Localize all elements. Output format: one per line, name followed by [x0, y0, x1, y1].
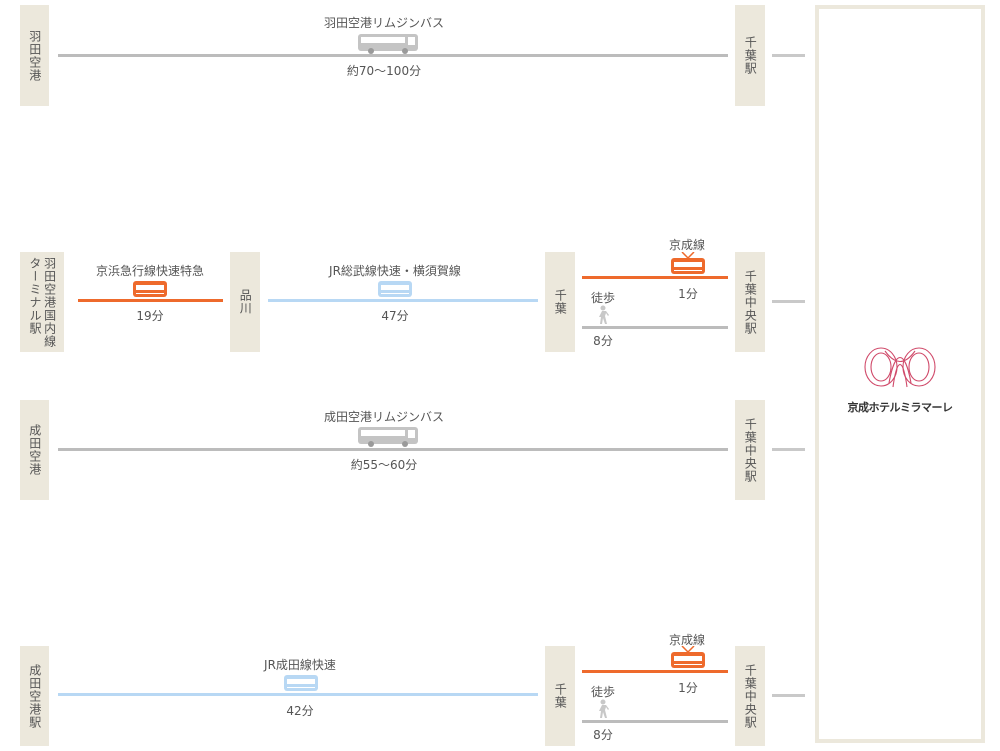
connector-line	[772, 300, 805, 303]
keisei-line	[582, 670, 728, 673]
travel-time: 1分	[678, 287, 698, 301]
keikyu-line	[78, 299, 223, 302]
station-chiba-chuo: 千葉中央駅	[735, 646, 765, 746]
bus-icon	[358, 427, 418, 447]
station-narita-airport: 成田空港	[20, 400, 49, 500]
station-chiba: 千葉	[545, 252, 575, 352]
route-name: 京浜急行線快速特急	[95, 264, 205, 278]
station-label: 千葉駅	[743, 36, 758, 75]
jr-narita-line	[58, 693, 538, 696]
station-chiba-chuo: 千葉中央駅	[735, 400, 765, 500]
train-icon	[133, 281, 167, 297]
connector-line	[772, 54, 805, 57]
station-label: 成田空港駅	[27, 663, 42, 729]
walk-route-line	[582, 326, 728, 329]
route-name: JR総武線快速・横須賀線	[329, 264, 461, 278]
bus-route-line	[58, 54, 728, 57]
travel-time: 約70〜100分	[346, 64, 422, 78]
miramare-logo-icon	[864, 347, 936, 388]
route-name: JR成田線快速	[264, 658, 336, 672]
tram-icon	[671, 252, 705, 274]
hotel-name: 京成ホテルミラマーレ	[847, 401, 954, 414]
travel-time: 42分	[286, 704, 314, 718]
bus-route-line	[58, 448, 728, 451]
jr-sobu-line	[268, 299, 538, 302]
station-label: 品川	[238, 289, 253, 315]
travel-time: 約55〜60分	[350, 458, 418, 472]
route-name: 成田空港リムジンバス	[323, 410, 445, 424]
travel-time: 8分	[593, 728, 613, 742]
hotel-panel: 京成ホテルミラマーレ	[815, 5, 985, 743]
station-label: 千葉	[553, 289, 568, 315]
walk-route-line	[582, 720, 728, 723]
walking-person-icon	[599, 699, 609, 718]
station-label-line1: ターミナル駅	[28, 256, 42, 335]
station-chiba: 千葉	[545, 646, 575, 746]
travel-time: 19分	[136, 309, 164, 323]
route-name: 京成線	[668, 238, 706, 252]
station-label: 千葉中央駅	[743, 417, 758, 483]
station-label: 千葉	[553, 683, 568, 709]
station-narita-airport-station: 成田空港駅	[20, 646, 49, 746]
station-label: 成田空港	[27, 424, 42, 476]
station-label: 羽田空港	[27, 29, 42, 82]
travel-time: 1分	[678, 681, 698, 695]
station-haneda-airport: 羽田空港	[20, 5, 49, 106]
connector-line	[772, 694, 805, 697]
bus-icon	[358, 34, 418, 54]
station-chiba-chuo: 千葉中央駅	[735, 252, 765, 352]
station-haneda-domestic-terminal: 羽田空港国内線 ターミナル駅	[20, 252, 64, 352]
route-name: 羽田空港リムジンバス	[323, 16, 445, 30]
route-name: 京成線	[668, 633, 706, 647]
walk-label: 徒歩	[590, 291, 616, 305]
station-shinagawa: 品川	[230, 252, 260, 352]
walking-person-icon	[599, 305, 609, 324]
keisei-line	[582, 276, 728, 279]
connector-line	[772, 448, 805, 451]
station-chiba: 千葉駅	[735, 5, 765, 106]
station-label: 千葉中央駅	[743, 269, 758, 335]
station-label-line2: 羽田空港国内線	[42, 256, 57, 348]
station-label: 千葉中央駅	[743, 663, 758, 729]
train-icon	[378, 281, 412, 297]
train-icon	[284, 675, 318, 691]
travel-time: 8分	[593, 334, 613, 348]
walk-label: 徒歩	[590, 685, 616, 699]
tram-icon	[671, 646, 705, 668]
travel-time: 47分	[381, 309, 409, 323]
